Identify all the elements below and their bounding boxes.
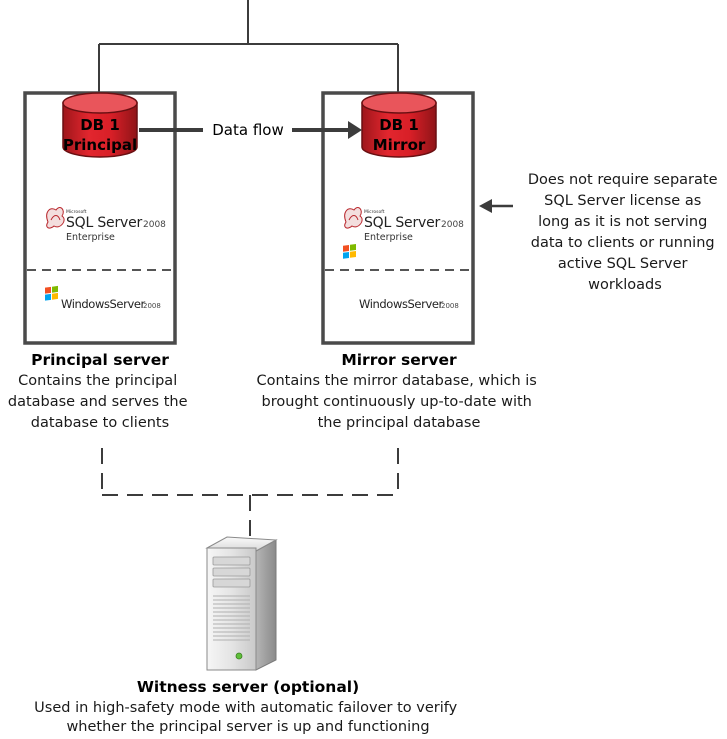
principal-desc-line: Contains the principal <box>18 373 177 389</box>
mirror-db-cylinder-icon: DB 1 Mirror <box>361 92 437 158</box>
principal-db-label-2: Principal <box>63 136 137 154</box>
mirror-sql-server-logo: Microsoft SQL Server 2008 Enterprise <box>344 207 464 243</box>
mirror-db-label-2: Mirror <box>373 136 426 154</box>
server-tower-icon <box>205 536 278 671</box>
arrow-left-icon <box>479 199 492 213</box>
mirror-db-label-1: DB 1 <box>379 116 419 134</box>
witness-title: Witness server (optional) <box>137 678 359 696</box>
principal-caption: Principal server Contains the principal … <box>8 351 192 431</box>
sql-edition-label: Enterprise <box>66 232 115 243</box>
data-flow-arrow: Data flow <box>139 121 362 139</box>
sql-version-label: 2008 <box>143 220 166 230</box>
sql-edition-label: Enterprise <box>364 232 413 243</box>
license-note-line: active SQL Server <box>558 256 688 272</box>
principal-description: Contains the principal database and serv… <box>8 373 192 431</box>
windows-server-version: 2008 <box>143 302 161 310</box>
sql-server-icon <box>46 207 65 229</box>
license-note-line: long as it is not serving <box>538 214 707 230</box>
principal-title: Principal server <box>31 351 169 369</box>
principal-windows-server-logo: WindowsServer 2008 <box>45 285 161 311</box>
mirror-desc-line: brought continuously up-to-date with <box>262 394 532 410</box>
windows-server-version: 2008 <box>441 302 459 310</box>
mirror-caption: Mirror server Contains the mirror databa… <box>257 351 542 431</box>
power-led-icon <box>235 652 243 660</box>
principal-db-cylinder-icon: DB 1 Principal <box>62 92 138 158</box>
windows-flag-icon <box>45 285 58 301</box>
windows-server-name: WindowsServer <box>61 297 146 311</box>
sql-version-label: 2008 <box>441 220 464 230</box>
mirror-desc-line: the principal database <box>318 415 481 431</box>
witness-desc-line: whether the principal server is up and f… <box>66 719 429 734</box>
sql-microsoft-label: Microsoft <box>66 209 87 215</box>
principal-desc-line: database and serves the <box>8 394 188 410</box>
license-note-line: SQL Server license as <box>544 193 701 209</box>
sql-name-label: SQL Server <box>66 215 143 231</box>
sql-name-label: SQL Server <box>364 215 441 231</box>
license-note: Does not require separate SQL Server lic… <box>479 172 722 293</box>
license-note-line: workloads <box>588 277 662 293</box>
witness-caption: Witness server (optional) Used in high-s… <box>34 678 462 735</box>
windows-server-name: WindowsServer <box>359 297 444 311</box>
license-note-line: Does not require separate <box>528 172 718 188</box>
arrow-head-icon <box>348 121 362 139</box>
license-note-line: data to clients or running <box>531 235 715 251</box>
witness-desc-line: Used in high-safety mode with automatic … <box>34 700 457 716</box>
mirror-description: Contains the mirror database, which is b… <box>257 373 542 431</box>
mirror-windows-server-logo: WindowsServer 2008 <box>343 243 459 311</box>
sql-microsoft-label: Microsoft <box>364 209 385 215</box>
data-flow-label: Data flow <box>212 121 283 139</box>
mirror-desc-line: Contains the mirror database, which is <box>257 373 537 389</box>
top-connector <box>98 0 399 93</box>
witness-description: Used in high-safety mode with automatic … <box>34 700 462 734</box>
sql-server-icon <box>344 207 363 229</box>
license-note-text: Does not require separate SQL Server lic… <box>528 172 722 293</box>
mirror-title: Mirror server <box>341 351 457 369</box>
principal-sql-server-logo: Microsoft SQL Server 2008 Enterprise <box>46 207 166 243</box>
principal-desc-line: database to clients <box>31 415 169 431</box>
principal-db-label-1: DB 1 <box>80 116 120 134</box>
witness-connector <box>101 448 399 540</box>
windows-flag-icon <box>343 243 356 259</box>
